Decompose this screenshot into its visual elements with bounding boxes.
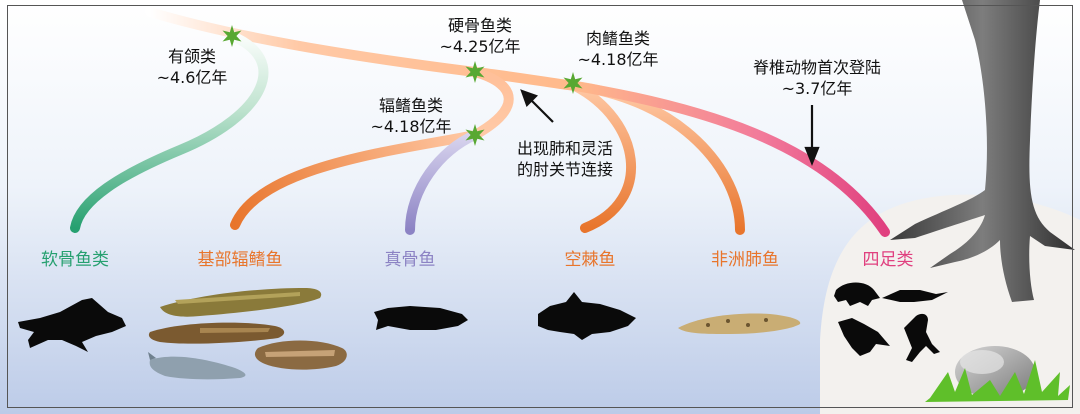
node-star-osteichthyes — [465, 61, 485, 83]
osteichthyes-age: ~4.25亿年 — [439, 37, 521, 56]
branch-cartilaginous — [70, 31, 269, 233]
teleost-silhouette — [374, 306, 468, 330]
sarcopterygii-age: ~4.18亿年 — [577, 50, 659, 69]
human-silhouette — [904, 313, 940, 362]
group-basal-rayfinned: 基部辐鳍鱼 — [197, 250, 283, 270]
branch-tetrapod — [570, 81, 890, 237]
group-tetrapod: 四足类 — [862, 250, 914, 270]
osteichthyes-name: 硬骨鱼类 — [447, 16, 512, 35]
bird-silhouette — [838, 318, 890, 356]
lung-line1: 出现肺和灵活 — [516, 139, 613, 158]
label-osteichthyes: 硬骨鱼类 ~4.25亿年 — [425, 15, 535, 57]
lizard-silhouette — [882, 290, 948, 302]
label-sarcopterygii: 肉鳍鱼类 ~4.18亿年 — [563, 28, 673, 70]
label-gnathostomes: 有颌类 ~4.6亿年 — [137, 46, 247, 88]
landing-arrow-head — [804, 146, 820, 166]
annotation-lung: 出现肺和灵活 的肘关节连接 — [495, 138, 635, 180]
basal-rayfinned-fish-images — [148, 288, 347, 380]
group-teleost: 真骨鱼 — [384, 250, 436, 270]
group-coelacanth: 空棘鱼 — [564, 250, 616, 270]
lung-arrow — [528, 97, 554, 123]
tree-silhouette — [890, 0, 1075, 302]
label-actinopterygii: 辐鳍鱼类 ~4.18亿年 — [356, 95, 466, 137]
lungfish-image — [678, 313, 801, 334]
rock-with-grass — [925, 346, 1070, 402]
node-star-actinopterygii — [465, 124, 485, 146]
lung-line2: 的肘关节连接 — [516, 160, 613, 179]
node-star-gnathostomes — [222, 25, 242, 47]
actinopterygii-age: ~4.18亿年 — [370, 117, 452, 136]
group-lungfish: 非洲肺鱼 — [711, 250, 779, 270]
coelacanth-silhouette — [538, 292, 636, 340]
group-cartilaginous: 软骨鱼类 — [41, 250, 109, 270]
landing-line1: 脊椎动物首次登陆 — [752, 58, 881, 77]
lung-arrow-head — [520, 89, 539, 108]
sarcopterygii-name: 肉鳍鱼类 — [585, 29, 650, 48]
bowfin-image — [254, 340, 347, 370]
annotation-landing: 脊椎动物首次登陆 ~3.7亿年 — [742, 57, 892, 99]
paddlefish-image — [148, 352, 246, 380]
node-star-sarcopterygii — [563, 72, 583, 94]
branch-rayfinned-stem — [470, 67, 514, 140]
shark-silhouette — [18, 298, 126, 352]
landing-line2: ~3.7亿年 — [781, 79, 853, 98]
branch-basal-rayfinned — [230, 130, 480, 230]
bichir-image — [160, 288, 322, 317]
gar-image — [148, 322, 285, 344]
tetrapod-silhouettes — [834, 282, 948, 362]
branch-teleost — [405, 130, 480, 235]
gnathostomes-name: 有颌类 — [167, 47, 216, 66]
frog-silhouette — [834, 282, 880, 306]
branch-coelacanth — [570, 81, 636, 233]
gnathostomes-age: ~4.6亿年 — [156, 68, 228, 87]
actinopterygii-name: 辐鳍鱼类 — [378, 96, 443, 115]
